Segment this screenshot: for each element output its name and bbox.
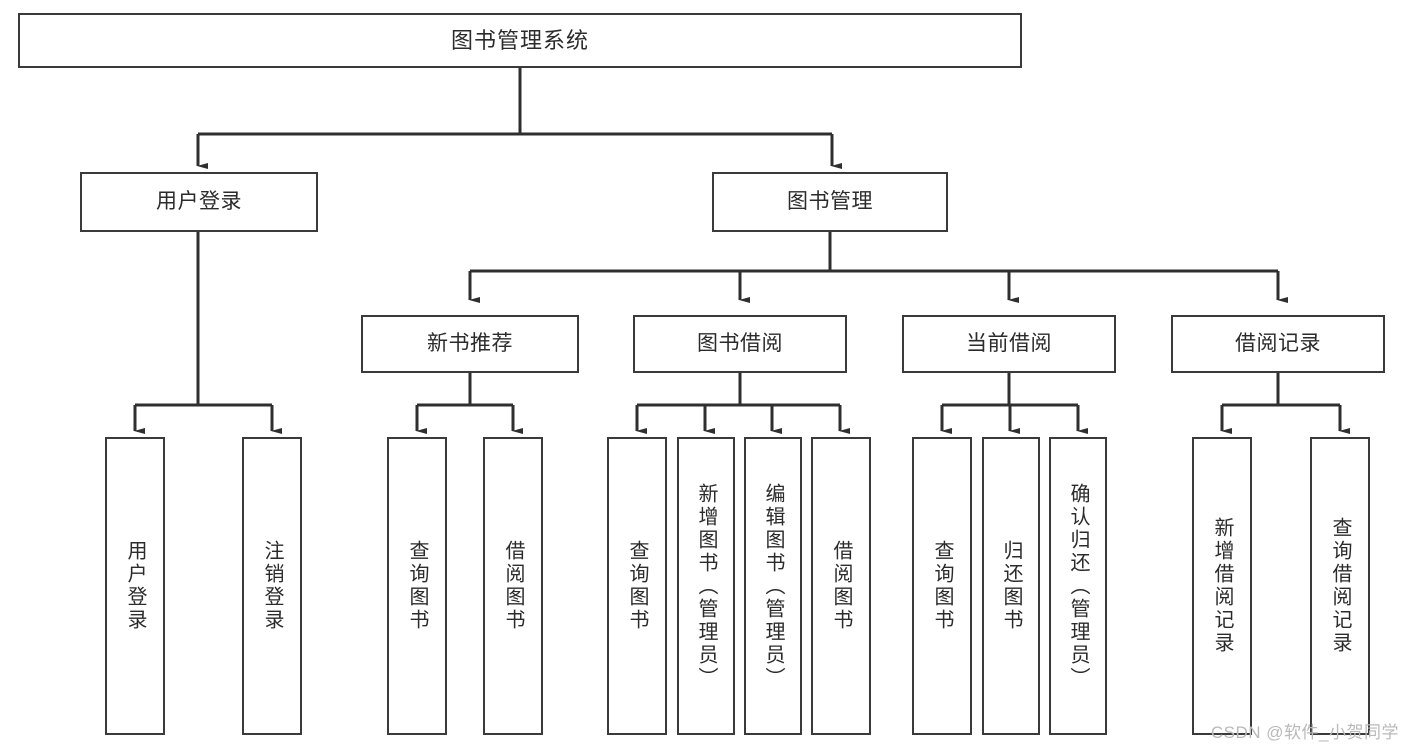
node-label: 查询图书 [931,540,953,632]
node-label: 图书管理系统 [450,27,589,53]
leaf-book-borrow-query-books[interactable]: 查询图书 [607,437,667,735]
node-book-management[interactable]: 图书管理 [712,172,948,232]
node-label: 新增借阅记录 [1211,517,1233,655]
leaf-current-borrow-query-books[interactable]: 查询图书 [912,437,972,735]
node-label: 查询图书 [626,540,648,632]
leaf-record-query-borrow-record[interactable]: 查询借阅记录 [1310,437,1370,735]
leaf-book-borrow-edit-book-admin[interactable]: 编辑图书（管理员） [744,437,802,735]
node-label: 当前借阅 [966,331,1052,355]
node-label: 归还图书 [1000,540,1022,632]
leaf-book-borrow-borrow-books[interactable]: 借阅图书 [811,437,871,735]
leaf-user-login-login[interactable]: 用户登录 [105,437,165,735]
node-current-borrowing[interactable]: 当前借阅 [902,315,1116,373]
node-user-login[interactable]: 用户登录 [80,172,318,232]
leaf-user-login-logout[interactable]: 注销登录 [242,437,302,735]
node-borrowing-records[interactable]: 借阅记录 [1171,315,1385,373]
node-label: 查询图书 [406,540,428,632]
leaf-new-book-borrow-books[interactable]: 借阅图书 [483,437,543,735]
leaf-book-borrow-add-book-admin[interactable]: 新增图书（管理员） [677,437,735,735]
node-label: 用户登录 [156,189,242,213]
leaf-new-book-query-books[interactable]: 查询图书 [387,437,447,735]
node-label: 借阅图书 [830,540,852,632]
node-label: 新增图书（管理员） [695,482,717,690]
node-book-borrowing[interactable]: 图书借阅 [633,315,847,373]
node-label: 借阅记录 [1235,331,1321,355]
leaf-record-add-borrow-record[interactable]: 新增借阅记录 [1192,437,1252,735]
node-root-book-management-system[interactable]: 图书管理系统 [18,13,1022,68]
node-label: 借阅图书 [502,540,524,632]
node-label: 用户登录 [124,540,146,632]
node-label: 新书推荐 [427,331,513,355]
leaf-current-borrow-return-books[interactable]: 归还图书 [982,437,1040,735]
leaf-current-borrow-confirm-return-admin[interactable]: 确认归还（管理员） [1049,437,1107,735]
node-label: 图书借阅 [697,331,783,355]
node-new-book-recommendation[interactable]: 新书推荐 [361,315,579,373]
node-label: 查询借阅记录 [1329,517,1351,655]
node-label: 图书管理 [787,189,873,213]
csdn-watermark: CSDN @软件_小贺同学 [1210,723,1399,742]
node-label: 编辑图书（管理员） [762,482,784,690]
node-label: 确认归还（管理员） [1067,482,1089,690]
node-label: 注销登录 [261,540,283,632]
